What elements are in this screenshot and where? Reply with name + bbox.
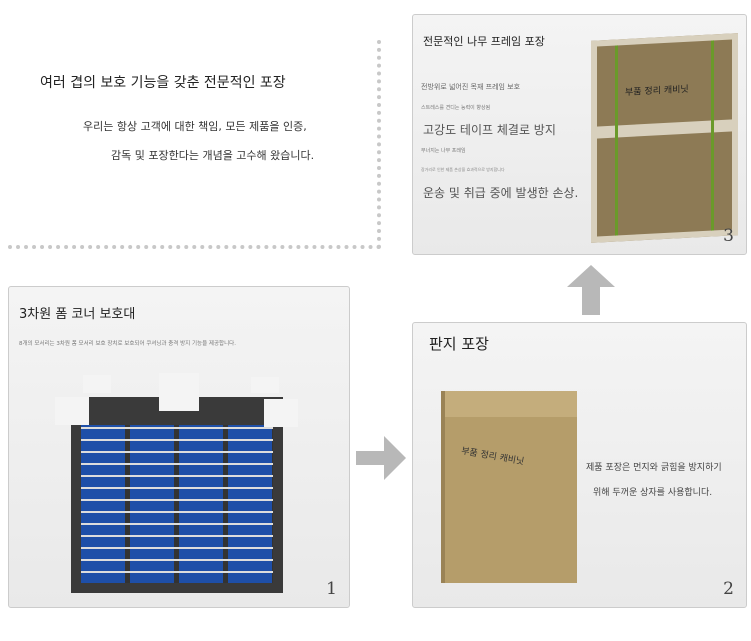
- panel3-line: 장거리로 인한 제품 손상을 효과적으로 방지합니다: [421, 167, 505, 172]
- panel3-line: 전방위로 넓어진 목재 프레임 보호: [421, 83, 521, 91]
- panel3-line: 고강도 테이프 체결로 방지: [423, 123, 556, 137]
- cabinet-image: [71, 397, 283, 593]
- panel3-line: 스트레스를 견디는 능력이 향상됨: [421, 105, 491, 111]
- cardboard-box-image: 부품 정리 캐비닛: [441, 391, 577, 583]
- step-number: 2: [723, 579, 734, 599]
- foam-corner: [55, 397, 89, 425]
- panel3-title: 전문적인 나무 프레임 포장: [423, 35, 545, 48]
- foam-corner: [264, 399, 298, 427]
- panel2-line-1: 제품 포장은 먼지와 긁힘을 방지하기: [586, 463, 722, 473]
- panel1-title: 3차원 폼 코너 보호대: [19, 307, 136, 322]
- panel3-line: 무너지는 나무 프레임: [421, 148, 466, 154]
- wood-frame-panel: 전문적인 나무 프레임 포장 전방위로 넓어진 목재 프레임 보호 스트레스를 …: [412, 14, 747, 255]
- intro-title: 여러 겹의 보호 기능을 갖춘 전문적인 포장: [40, 75, 286, 91]
- foam-corner: [251, 377, 279, 393]
- wooden-crate-image: 부품 정리 캐비닛: [591, 33, 738, 243]
- foam-corner: [159, 373, 199, 411]
- panel1-desc: 8개의 모서리는 3차원 폼 모서리 보호 장치로 보호되어 쿠셔닝과 충격 방…: [19, 341, 236, 347]
- step-number: 1: [326, 579, 337, 599]
- step-number: 3: [723, 226, 734, 246]
- cardboard-panel: 판지 포장 부품 정리 캐비닛 제품 포장은 먼지와 긁힘을 방지하기 위해 두…: [412, 322, 747, 608]
- foam-corner: [83, 375, 111, 393]
- panel2-line-2: 위해 두꺼운 상자를 사용합니다.: [593, 488, 713, 498]
- box-label: 부품 정리 캐비닛: [460, 446, 525, 468]
- arrow-up-icon: [567, 265, 615, 315]
- foam-corner-panel: 3차원 폼 코너 보호대 8개의 모서리는 3차원 폼 모서리 보호 장치로 보…: [8, 286, 350, 608]
- intro-section: 여러 겹의 보호 기능을 갖춘 전문적인 포장 우리는 항상 고객에 대한 책임…: [8, 40, 381, 249]
- intro-line-1: 우리는 항상 고객에 대한 책임, 모든 제품을 인증,: [83, 120, 307, 133]
- intro-line-2: 감독 및 포장한다는 개념을 고수해 왔습니다.: [111, 149, 315, 162]
- arrow-right-icon: [356, 436, 406, 480]
- panel2-title: 판지 포장: [429, 335, 489, 353]
- panel3-line: 운송 및 취급 중에 발생한 손상.: [423, 186, 579, 200]
- crate-label: 부품 정리 캐비닛: [625, 84, 689, 99]
